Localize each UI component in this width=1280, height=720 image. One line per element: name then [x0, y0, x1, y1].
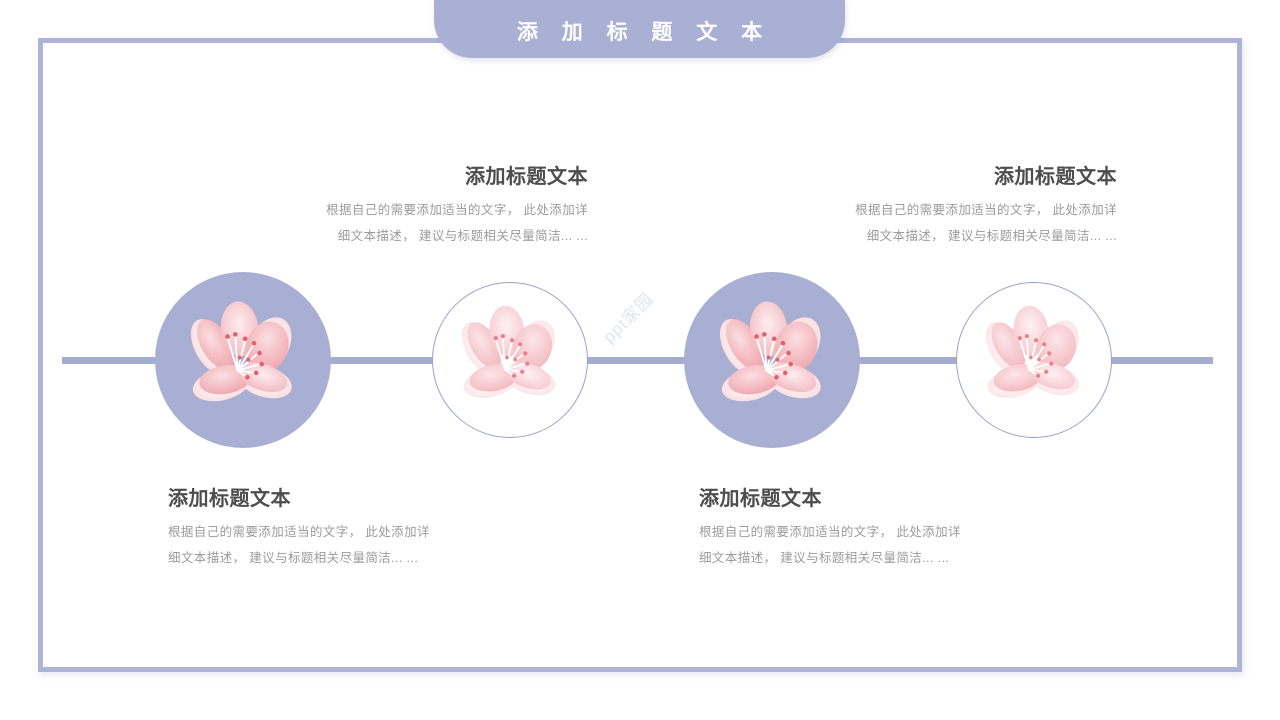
content-heading: 添加标题文本 [168, 488, 291, 510]
content-line-2: 细文本描述， 建议与标题相关尽量简洁... ... [168, 550, 419, 565]
cherry-blossom-icon [706, 292, 838, 429]
content-line-1: 根据自己的需要添加适当的文字， 此处添加详 [855, 203, 1117, 217]
cherry-blossom-icon [449, 297, 571, 424]
content-block-bottom-left: 添加标题文本 根据自己的需要添加适当的文字， 此处添加详 细文本描述， 建议与标… [168, 487, 488, 571]
timeline-node-4[interactable] [956, 282, 1112, 438]
timeline-node-1[interactable] [155, 272, 331, 448]
content-heading: 添加标题文本 [465, 166, 588, 188]
content-block-top-left: 添加标题文本 根据自己的需要添加适当的文字， 此处添加详 细文本描述， 建议与标… [268, 165, 588, 249]
timeline-node-2[interactable] [432, 282, 588, 438]
content-heading: 添加标题文本 [994, 166, 1117, 188]
content-line-1: 根据自己的需要添加适当的文字， 此处添加详 [326, 203, 588, 217]
content-block-bottom-right: 添加标题文本 根据自己的需要添加适当的文字， 此处添加详 细文本描述， 建议与标… [699, 487, 1019, 571]
cherry-blossom-icon [973, 297, 1095, 424]
content-heading: 添加标题文本 [699, 488, 822, 510]
title-banner: 添 加 标 题 文 本 [434, 0, 845, 58]
content-line-1: 根据自己的需要添加适当的文字， 此处添加详 [699, 525, 961, 539]
timeline-node-3[interactable] [684, 272, 860, 448]
content-block-top-right: 添加标题文本 根据自己的需要添加适当的文字， 此处添加详 细文本描述， 建议与标… [797, 165, 1117, 249]
content-line-2: 细文本描述， 建议与标题相关尽量简洁... ... [866, 228, 1117, 243]
banner-title-text: 添 加 标 题 文 本 [516, 20, 772, 44]
content-line-2: 细文本描述， 建议与标题相关尽量简洁... ... [337, 228, 588, 243]
timeline-connector-line [62, 357, 1213, 364]
content-line-1: 根据自己的需要添加适当的文字， 此处添加详 [168, 525, 430, 539]
content-line-2: 细文本描述， 建议与标题相关尽量简洁... ... [699, 550, 950, 565]
cherry-blossom-icon [177, 292, 309, 429]
